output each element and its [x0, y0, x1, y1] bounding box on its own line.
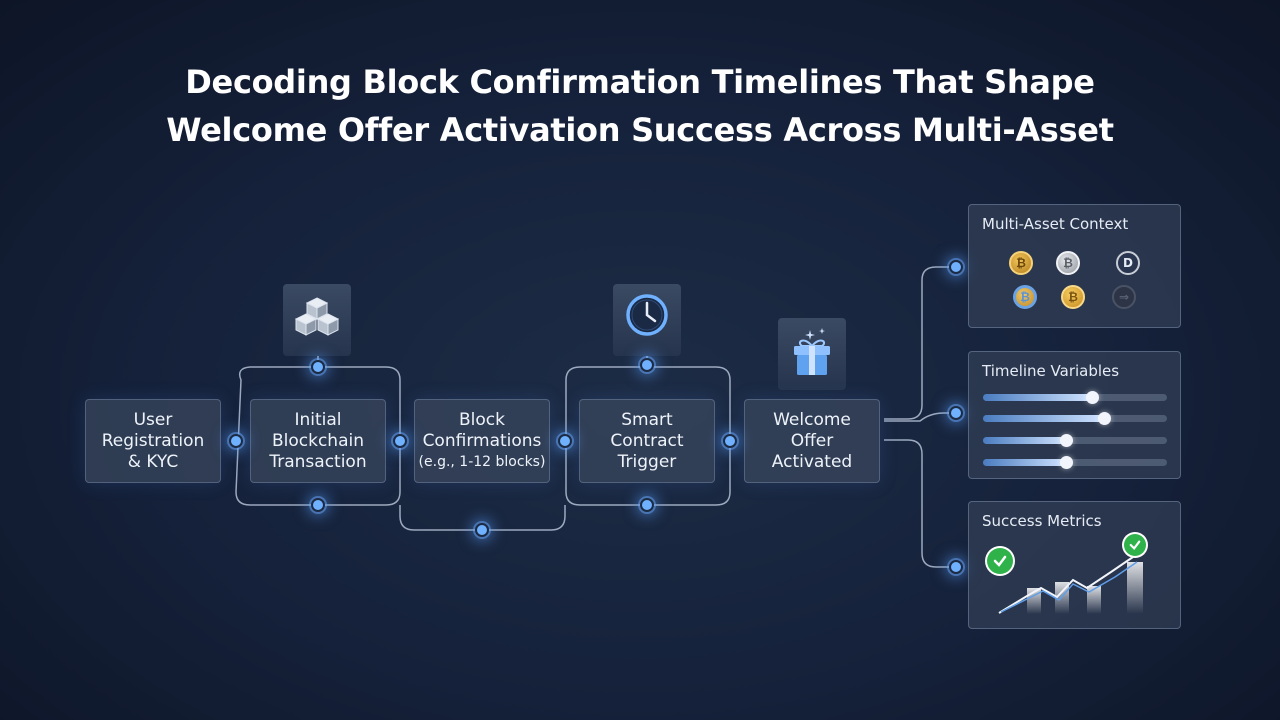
- clock-icon: [626, 294, 668, 336]
- slider-knob: [1059, 434, 1073, 447]
- step-label-line: Offer: [790, 430, 834, 451]
- title-line-2: Welcome Offer Activation Success Across …: [166, 111, 1114, 149]
- panel-title: Multi-Asset Context: [982, 215, 1129, 233]
- connector-dot: [723, 434, 737, 448]
- step-smart-contract: Smart Contract Trigger: [579, 399, 715, 483]
- step-label-line: Welcome: [773, 409, 851, 430]
- bitcoin-coin-icon: ₿: [1009, 251, 1033, 275]
- connector-dot: [558, 434, 572, 448]
- connector-dot: [640, 358, 654, 372]
- cubes-icon-box: [283, 284, 351, 356]
- step-offer-activated: Welcome Offer Activated: [744, 399, 880, 483]
- branch-assets: [884, 266, 956, 420]
- slider-fill: [983, 415, 1105, 422]
- branch-variables: [884, 412, 956, 422]
- loop-step-2: [235, 366, 401, 506]
- gift-icon: [794, 328, 830, 375]
- panel-title: Timeline Variables: [982, 362, 1120, 380]
- step-user-registration: User Registration & KYC: [85, 399, 221, 483]
- connector-dot: [640, 498, 654, 512]
- dash-coin-icon: D: [1116, 251, 1140, 275]
- step-label-line: Trigger: [617, 451, 677, 472]
- branch-metrics: [884, 439, 956, 568]
- step-block-confirmations: Block Confirmations (e.g., 1-12 blocks): [414, 399, 550, 483]
- slider-knob: [1059, 456, 1073, 469]
- step-label-line: User: [133, 409, 173, 430]
- connector-dot: [949, 260, 963, 274]
- growth-chart-icon: [998, 556, 1143, 614]
- check-icon: [1124, 534, 1146, 556]
- success-metrics-panel: Success Metrics: [968, 501, 1181, 629]
- blue-coin-icon: ₿: [1013, 285, 1037, 309]
- step-label-line: (e.g., 1-12 blocks): [418, 453, 546, 470]
- connector-dot: [949, 560, 963, 574]
- slider-fill: [983, 459, 1066, 466]
- title-line-1: Decoding Block Confirmation Timelines Th…: [185, 63, 1095, 101]
- step-label-line: Transaction: [269, 451, 367, 472]
- gift-icon-box: [778, 318, 846, 390]
- variable-slider: [983, 391, 1167, 404]
- step-label-line: Blockchain: [271, 430, 364, 451]
- step-label-line: Activated: [771, 451, 853, 472]
- variable-slider: [983, 456, 1167, 469]
- silver-coin-icon: ₿: [1056, 251, 1080, 275]
- slider-fill: [983, 394, 1092, 401]
- connector-dot: [393, 434, 407, 448]
- timeline-variables-panel: Timeline Variables: [968, 351, 1181, 479]
- check-icon: [987, 548, 1013, 574]
- slider-fill: [983, 437, 1066, 444]
- page-title: Decoding Block Confirmation Timelines Th…: [0, 58, 1280, 154]
- step-label-line: Registration: [101, 430, 205, 451]
- loop-step-4: [565, 366, 731, 506]
- connector-dot: [311, 498, 325, 512]
- variable-slider: [983, 412, 1167, 425]
- step-label-line: Smart: [621, 409, 673, 430]
- variable-slider: [983, 434, 1167, 447]
- gold-coin-icon: ₿: [1061, 285, 1085, 309]
- step-label-line: Block: [459, 409, 505, 430]
- connector-dot: [311, 360, 325, 374]
- slider-knob: [1085, 391, 1099, 404]
- slider-knob: [1098, 412, 1112, 425]
- step-label-line: & KYC: [127, 451, 179, 472]
- panel-title: Success Metrics: [982, 512, 1102, 530]
- connector-dot: [229, 434, 243, 448]
- faded-coin-icon: ⇒: [1112, 285, 1136, 309]
- blocks-cube-icon: [294, 297, 340, 336]
- step-initial-transaction: Initial Blockchain Transaction: [250, 399, 386, 483]
- step-label-line: Initial: [294, 409, 342, 430]
- clock-icon-box: [613, 284, 681, 356]
- step-label-line: Contract: [610, 430, 684, 451]
- step-label-line: Confirmations: [422, 430, 542, 451]
- connector-dot: [475, 523, 489, 537]
- multi-asset-panel: Multi-Asset Context ₿ ₿ D ₿ ₿ ⇒: [968, 204, 1181, 328]
- connector-dot: [949, 406, 963, 420]
